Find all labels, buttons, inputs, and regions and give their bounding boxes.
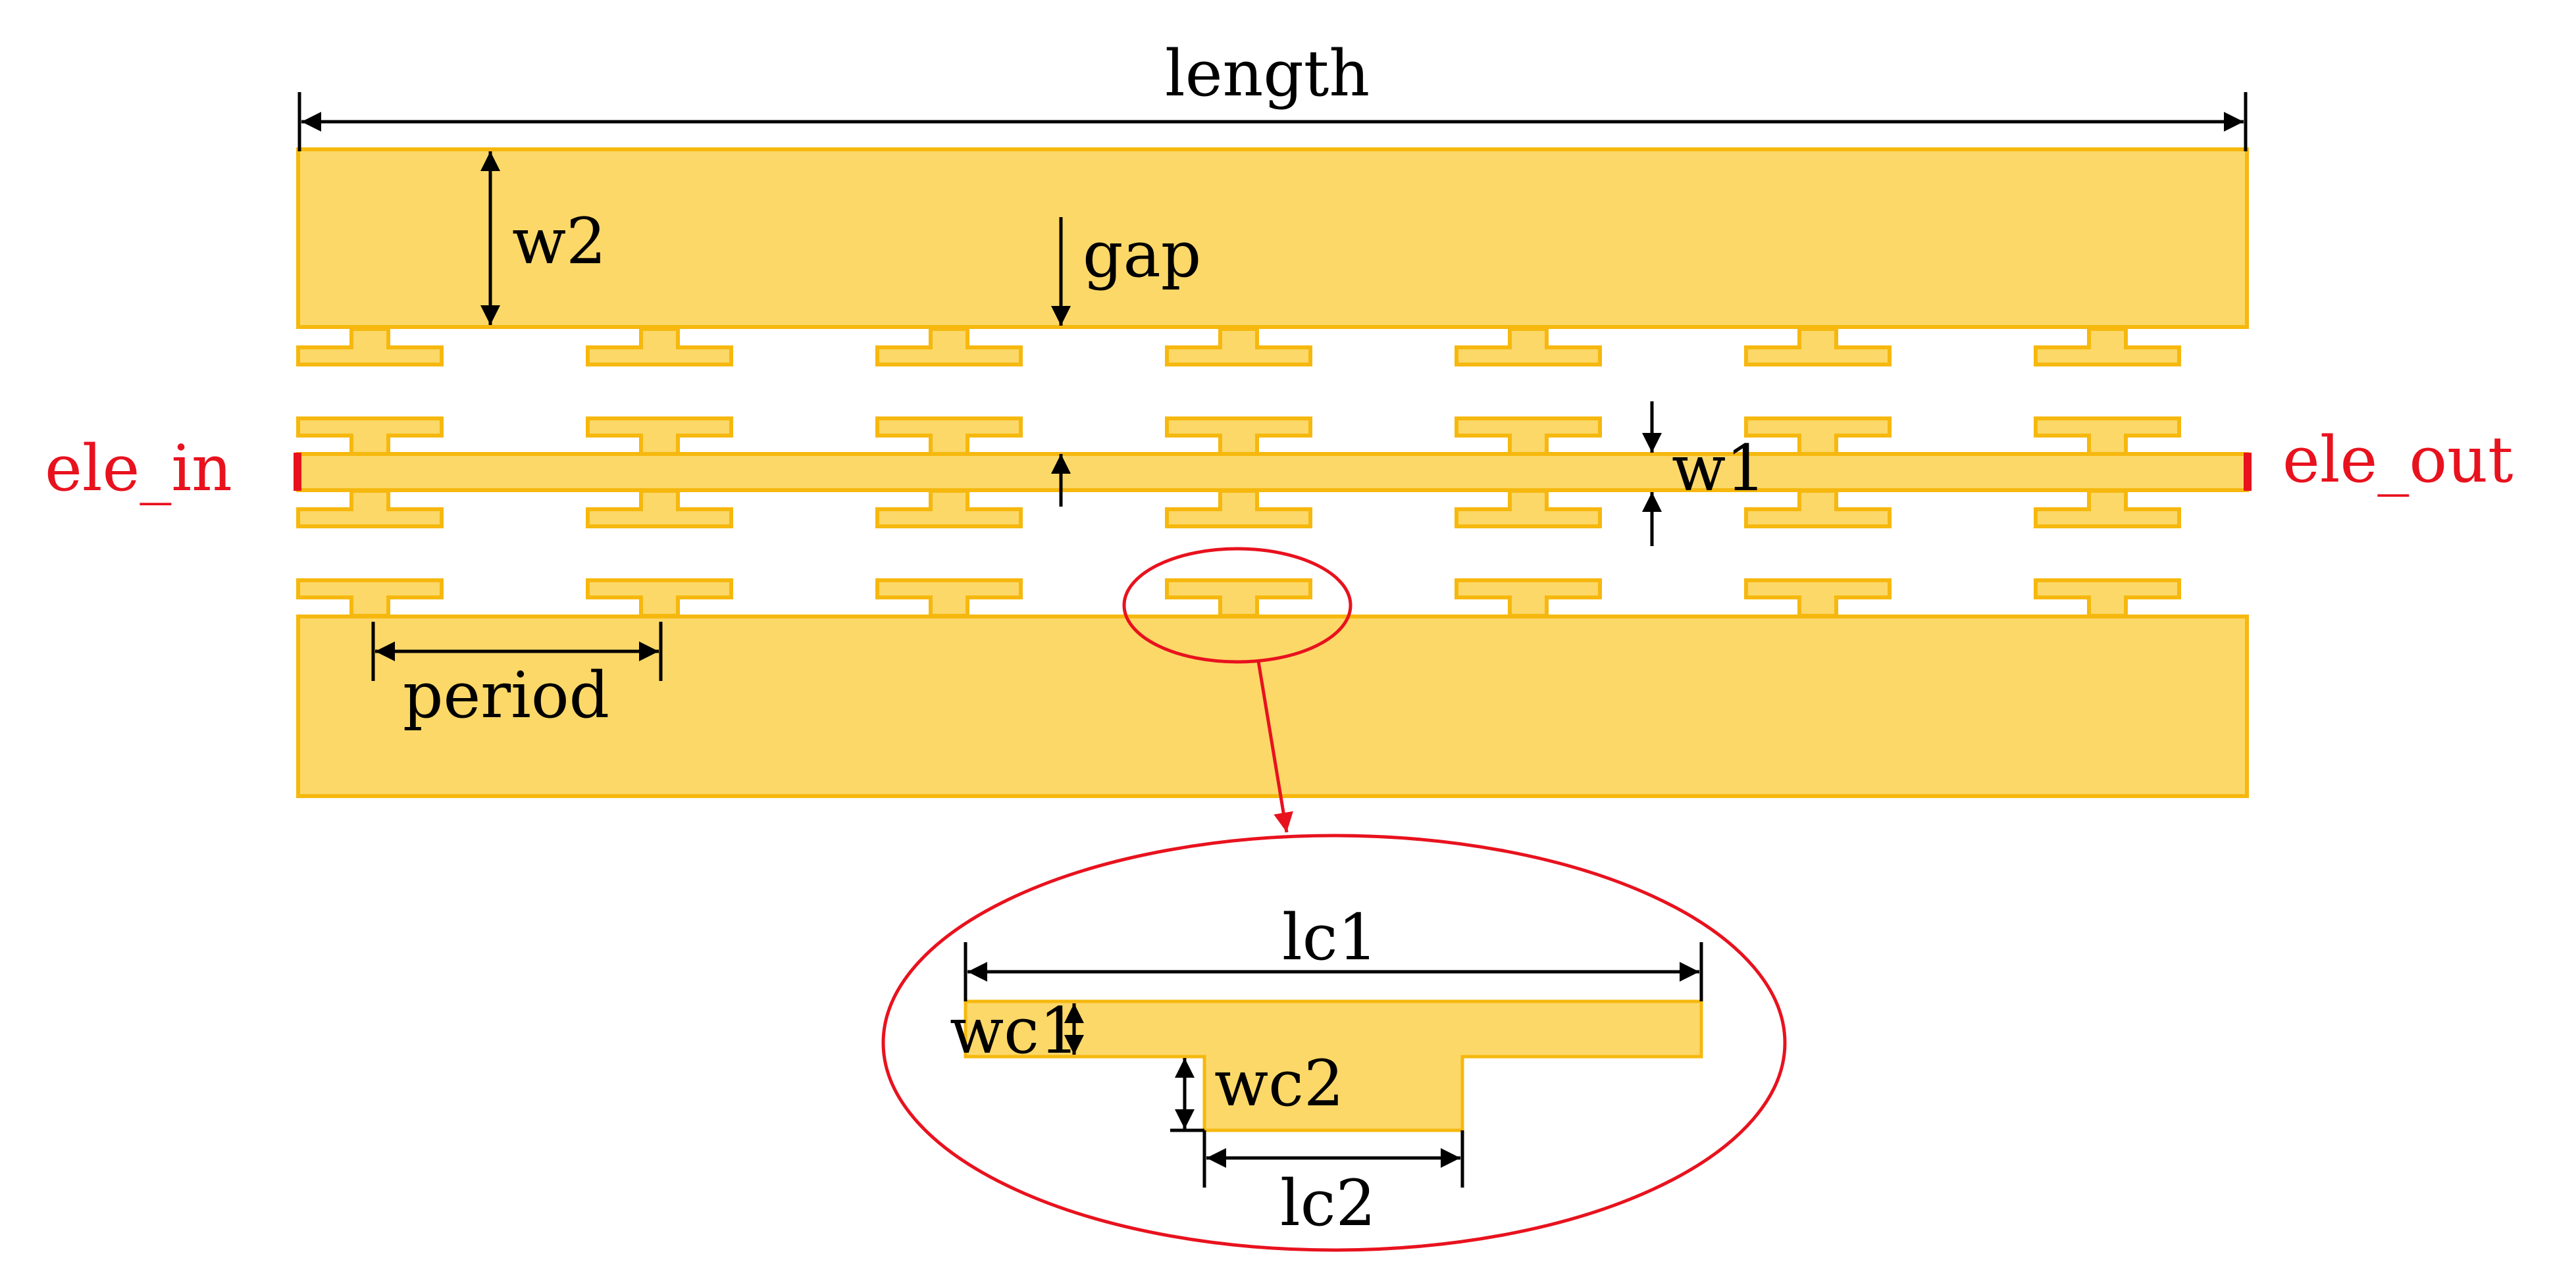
gap-dimension: gap (1051, 217, 1201, 507)
bottom-ground-t-cell (2034, 578, 2181, 618)
signal-lower-t-cell (296, 489, 444, 528)
ele-in-label: ele_in (45, 432, 232, 505)
lc2-label: lc2 (1280, 1167, 1376, 1240)
signal-upper-t-cell (1744, 416, 1892, 456)
top-ground-t-cell (1165, 327, 1312, 366)
signal-lower-t-cell (1165, 489, 1312, 528)
metal-layer (296, 147, 2249, 798)
top-ground-t-cell (586, 327, 733, 366)
top-ground-t-cell (2034, 327, 2181, 366)
signal-lower-t-cell (1455, 489, 1602, 528)
signal-line (296, 452, 2249, 492)
t-cells (296, 327, 2181, 618)
signal-lower-t-cell (875, 489, 1023, 528)
small-callout-ellipse (1122, 547, 1352, 664)
top-ground-t-cell (296, 327, 444, 366)
wc1-label: wc1 (950, 994, 1079, 1068)
bottom-ground-t-cell (1455, 578, 1602, 618)
ele-out-label: ele_out (2282, 423, 2513, 497)
w2-label: w2 (512, 205, 606, 278)
signal-upper-t-cell (586, 416, 733, 456)
top-ground-t-cell (875, 327, 1023, 366)
detail-callout: lc1 wc1 wc2 lc2 (881, 547, 1787, 1252)
signal-lower-t-cell (586, 489, 733, 528)
length-dimension: length (297, 37, 2248, 151)
bottom-ground-t-cell (1744, 578, 1892, 618)
signal-upper-t-cell (875, 416, 1023, 456)
large-callout-ellipse (881, 834, 1787, 1252)
bottom-ground-plane (296, 615, 2249, 798)
output-port-marker (2244, 453, 2252, 491)
signal-lower-t-cell (2034, 489, 2181, 528)
signal-upper-t-cell (296, 416, 444, 456)
period-label: period (403, 659, 609, 732)
w1-dimension: w1 (1642, 401, 1766, 546)
signal-upper-t-cell (1455, 416, 1602, 456)
length-label: length (1165, 37, 1370, 111)
signal-upper-t-cell (1165, 416, 1312, 456)
top-ground-t-cell (1744, 327, 1892, 366)
wc2-label: wc2 (1214, 1047, 1344, 1120)
top-ground-plane (296, 147, 2249, 329)
bottom-ground-t-cell (586, 578, 733, 618)
bottom-ground-t-cell (875, 578, 1023, 618)
w1-label: w1 (1672, 432, 1766, 505)
w2-dimension: w2 (480, 151, 606, 325)
bottom-ground-t-cell (1165, 578, 1312, 618)
lc1-label: lc1 (1282, 901, 1378, 974)
input-port-marker (294, 453, 301, 491)
period-dimension: period (371, 622, 663, 732)
signal-upper-t-cell (2034, 416, 2181, 456)
top-ground-t-cell (1455, 327, 1602, 366)
gap-label: gap (1083, 218, 1201, 291)
bottom-ground-t-cell (296, 578, 444, 618)
signal-lower-t-cell (1744, 489, 1892, 528)
